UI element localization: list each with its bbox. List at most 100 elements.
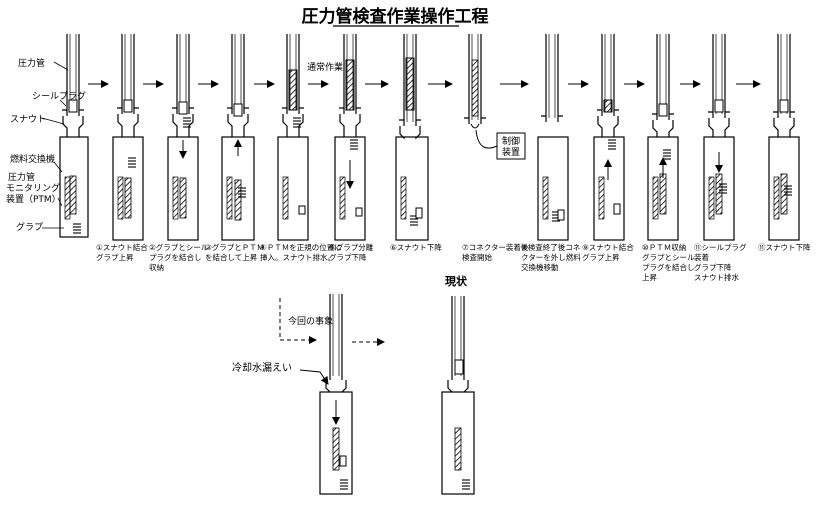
step-caption-line: ③グラプとＰＴＭ (205, 242, 264, 252)
stage-8 (464, 34, 486, 129)
step-caption-line: ④ＰＴＭを正規の位置に (260, 242, 342, 252)
snout (62, 116, 84, 137)
control-unit-line2: 装置 (502, 146, 520, 158)
step-caption-line: スナウト排水 (694, 272, 739, 282)
control-unit-line1: 制御 (502, 135, 520, 147)
ptm-unit (659, 173, 667, 215)
stage-4 (221, 34, 255, 241)
grapple-small (415, 207, 423, 219)
step-caption-line: グラプとシール (642, 252, 695, 262)
current-label: 現状 (445, 274, 468, 288)
tool-rod (226, 176, 233, 220)
fuel-machine (221, 136, 255, 241)
snout (708, 118, 730, 137)
step-caption-line: ②グラプとシール (149, 242, 209, 252)
step-caption-line: 上昇 (642, 273, 657, 282)
control-unit: 制御 装置 (475, 129, 526, 160)
grapple-small (355, 207, 363, 217)
incident-label: 今回の事象 (288, 315, 333, 327)
step-caption-line: 収納 (149, 262, 164, 272)
step-caption-line: グラプ上昇 (582, 252, 620, 262)
stage-2 (112, 34, 144, 241)
tool-rod (400, 176, 407, 220)
fuel-machine (167, 136, 199, 241)
tool-rod (652, 176, 659, 220)
fuel-machine (593, 136, 625, 241)
step-caption-line: 装着 (694, 252, 709, 262)
label-seal-plug: シールプラグ (32, 90, 86, 102)
ptm-unit (454, 427, 462, 471)
fuel-machine (112, 136, 144, 241)
ptm-unit (715, 173, 723, 215)
stage-1 (59, 34, 89, 238)
stage-9 (537, 34, 569, 241)
step-caption-line: ⑧検査終了後コネ (521, 242, 580, 252)
incident-arrows (279, 298, 385, 385)
leak-leader (299, 369, 329, 385)
snout (652, 120, 674, 137)
side-labels: 圧力管 シールプラグ スナウト 燃料交換機 圧力管 モニタリング 装置（PTM）… (6, 57, 86, 233)
ptm-unit (332, 427, 340, 471)
snout (339, 114, 361, 137)
fuel-machine (59, 136, 89, 238)
snout (227, 114, 249, 137)
seal-plug (658, 103, 668, 117)
label-snout: スナウト (10, 114, 46, 125)
stage-13 (768, 34, 800, 241)
seal-plug (779, 99, 789, 113)
ptm-unit (289, 69, 297, 111)
step-caption-line: ⑪シールプラグ (694, 242, 747, 252)
step-caption-line: ⑦コネクター装着後 (462, 242, 529, 252)
seal-plug (68, 99, 78, 113)
tool-rod (282, 176, 289, 220)
step-caption-line: グラプ上昇 (96, 252, 134, 262)
fuel-machine (334, 136, 366, 241)
tool-rod (172, 176, 179, 220)
ptm-unit (234, 179, 242, 221)
fuel-machine (441, 391, 475, 495)
step-caption-line: クターを外し燃料 (521, 252, 581, 262)
snout (117, 114, 139, 137)
step-caption-line: 検査開始 (462, 252, 492, 262)
seal-plug (123, 99, 133, 113)
ptm-unit (406, 57, 414, 111)
stage-7 (395, 34, 429, 241)
leak-label: 冷却水漏えい (232, 361, 292, 374)
normal-work-label: 通常作業 (307, 61, 343, 73)
snout (773, 118, 795, 137)
stage-5 (277, 34, 309, 241)
step-caption-line: を結合して上昇 (205, 252, 258, 262)
label-fuel-machine: 燃料交換機 (10, 153, 55, 165)
step-caption-line: ⑥スナウト下降 (390, 242, 442, 252)
tool-rod (708, 176, 715, 220)
snout (325, 380, 347, 393)
fuel-machine (703, 136, 735, 241)
diagram-title: 圧力管検査作業操作工程 (302, 6, 489, 27)
grapple-small (613, 203, 621, 215)
ptm-unit (69, 175, 77, 215)
label-ptm-2: モニタリング (6, 182, 60, 194)
incident-dashed-path (279, 298, 317, 344)
seal-plug (714, 99, 724, 113)
step-caption-line: ①スナウト結合 (96, 242, 148, 252)
label-pressure-tube: 圧力管 (18, 57, 45, 69)
step-caption-line: 交換機移動 (521, 262, 559, 272)
step-caption-12: ⑪スナウト下降 (758, 242, 811, 252)
process-stages (59, 34, 800, 495)
stage-3 (167, 34, 199, 241)
tool-rod (542, 176, 549, 220)
stage-6 (334, 34, 366, 241)
snout (447, 380, 469, 393)
step-caption-6: ⑥スナウト下降 (390, 242, 442, 252)
step-caption-line: グラプ下降 (329, 252, 367, 262)
label-ptm-3: 装置（PTM） (6, 193, 61, 205)
fuel-machine (768, 136, 800, 241)
